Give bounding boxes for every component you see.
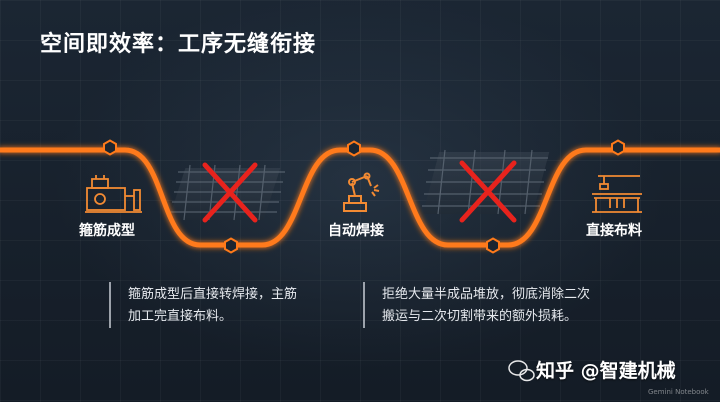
step-label-stirrup-forming: 箍筋成型 <box>79 223 135 239</box>
notebook-watermark: Gemini Notebook <box>648 388 709 396</box>
description-right: 拒绝大量半成品堆放，彻底消除二次 搬运与二次切割带来的额外损耗。 <box>382 284 590 328</box>
red-cross-icon <box>202 162 258 223</box>
robot-arm-icon <box>343 172 380 212</box>
hex-node-4 <box>486 237 500 254</box>
hex-node-5 <box>611 139 625 156</box>
placing-station-icon <box>592 175 642 213</box>
red-cross-icon <box>459 160 517 223</box>
welding-line-illustration-2 <box>422 149 550 215</box>
hex-node-2 <box>224 237 238 254</box>
step-label-direct-placing: 直接布料 <box>586 223 642 239</box>
description-right-line1: 拒绝大量半成品堆放，彻底消除二次 <box>382 287 591 302</box>
description-left-line2: 加工完直接布料。 <box>128 309 233 324</box>
stirrup-machine-icon <box>85 175 142 213</box>
description-right-line2: 搬运与二次切割带来的额外损耗。 <box>382 309 578 324</box>
wechat-logo-icon <box>508 360 535 382</box>
hex-node-1 <box>103 139 117 156</box>
description-left-line1: 箍筋成型后直接转焊接，主筋 <box>128 287 298 302</box>
description-left: 箍筋成型后直接转焊接，主筋 加工完直接布料。 <box>128 284 297 328</box>
page-title: 空间即效率：工序无缝衔接 <box>40 32 317 57</box>
hex-node-3 <box>347 140 361 157</box>
brand-watermark: 知乎 @智建机械 <box>536 360 676 382</box>
step-label-auto-welding: 自动焊接 <box>328 223 384 239</box>
